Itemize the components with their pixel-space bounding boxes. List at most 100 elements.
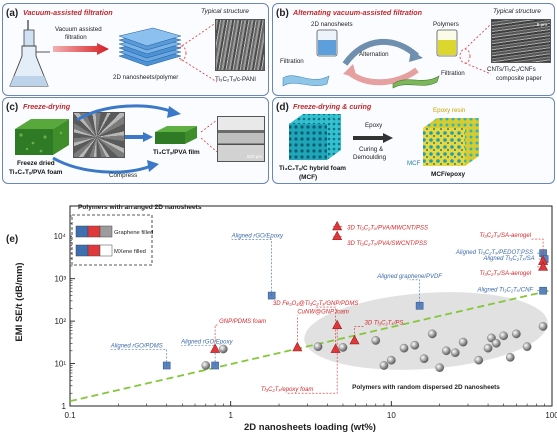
leader-line (110, 349, 168, 366)
mcf-epoxy-cube (423, 118, 479, 166)
sem-label-b-2: composite paper (496, 75, 542, 82)
panel-a-tag: (a) (6, 8, 19, 19)
hybrid-foam-cube (289, 114, 341, 160)
random-dispersion-point (491, 338, 501, 348)
vacuum-label-1: Vacuum assisted (55, 26, 102, 33)
y-tick-label: 1 (62, 402, 67, 411)
film-right (392, 75, 440, 89)
random-dispersion-point (522, 342, 532, 352)
filtration-right-label: Filtration (441, 70, 465, 77)
random-dispersion-point (379, 361, 389, 370)
mxene-filled-triangle-point (332, 230, 343, 241)
sem-label-b-1: CNTs/Ti₃C₂/CNFs (487, 66, 536, 73)
legend-swatch (87, 244, 101, 257)
panel-a: (a) Vacuum-assisted filtration Typical s… (2, 3, 269, 96)
mxene-filled-triangle-point (538, 261, 549, 271)
panel-d-title: Freeze-drying & curing (293, 102, 372, 111)
point-label: Aligned rGO/Epoxy (231, 234, 284, 240)
random-dispersion-point (435, 363, 445, 373)
scale-bar-b: 5 µm (536, 22, 547, 27)
random-dispersion-point (371, 336, 381, 345)
legend: Graphene filled MXene filled (71, 214, 153, 266)
nanosheets-label: 2D nanosheets (311, 21, 353, 28)
leader-line (409, 279, 420, 306)
legend-graphene-label: Graphene filled (114, 230, 153, 236)
zoom-guide (459, 23, 492, 75)
random-dispersion-point (201, 361, 211, 370)
film-label: Ti₃CTₓ/PVA film (153, 149, 200, 156)
x-tick-label: 100 (545, 411, 557, 420)
leader-line (181, 345, 216, 366)
panel-b-tag: (b) (276, 8, 289, 19)
curing-label-1: Curing & (359, 146, 384, 153)
film-left (282, 75, 330, 87)
flask-illustration (9, 20, 50, 87)
sem-image-c2: 500 µm (217, 116, 265, 162)
panel-c-title: Freeze-drying (23, 102, 71, 111)
y-tick-label: 10³ (54, 275, 66, 284)
vacuum-label-2: filtration (65, 34, 87, 41)
random-dispersion-point (512, 329, 521, 339)
product-label: 2D nanosheets/polymer (113, 74, 179, 81)
legend-swatch (87, 225, 101, 238)
mxene-filled-square-point (539, 286, 547, 295)
panel-b: (b) Alternating vacuum-assisted filtrati… (272, 3, 555, 96)
random-header: Polymers with random dispersed 2D nanosh… (352, 384, 500, 391)
point-label: CuNW@GNP foam (297, 309, 349, 315)
point-label: 3D Fe₃O₄@Ti₃C₂Tₓ/GNP/PDMS (273, 301, 358, 307)
random-dispersion-point (386, 355, 396, 365)
legend-swatch (75, 225, 89, 238)
arranged-header: Polymers with arranged 2D nanosheets (78, 204, 202, 211)
hybrid-label-1: Ti₃C₂Tₓ/C hybrid foam (279, 165, 346, 172)
leader-line (354, 326, 365, 341)
point-label: 3D Ti₃C₂Tₓ/PS (365, 320, 404, 326)
polymers-label: Polymers (433, 21, 459, 28)
random-dispersion-point (313, 342, 323, 352)
point-label: 3D Ti₃C₂Tₓ/PVA/SWCNT/PSS (347, 241, 427, 247)
beaker-nanosheets (316, 29, 338, 57)
random-dispersion-point (483, 343, 493, 353)
mcf-epoxy-label: MCF/epoxy (431, 171, 466, 178)
leader-line (231, 239, 272, 296)
arrow-right-icon (125, 132, 153, 142)
point-label: Aligned graphene/PVDF (376, 274, 442, 280)
x-axis-label: 2D nanosheets loading (wt%) (244, 422, 376, 433)
point-label: Ti₃C₂Tₓ/epoxy foam (261, 387, 314, 393)
arrow-right-icon (353, 133, 393, 143)
panel-a-typical-label: Typical structure (201, 8, 249, 15)
random-dispersion-point (441, 346, 451, 356)
leader-line (315, 306, 336, 350)
plot-frame (69, 205, 553, 407)
point-label: Aligned rGO/Epoxy (180, 340, 233, 346)
film-block (155, 126, 197, 144)
legend-swatch (75, 244, 89, 257)
point-label: 3D Ti₃C₂Tₓ/PVA/MWCNT/PSS (347, 225, 428, 231)
panel-b-typical-label: Typical structure (493, 8, 541, 15)
y-tick-label: 10⁴ (54, 232, 67, 241)
random-dispersion-point (458, 337, 468, 347)
mcf-label: MCF (407, 160, 421, 167)
random-dispersion-point (505, 353, 515, 362)
y-tick-label: 10² (54, 317, 66, 326)
alternation-label: Alternation (359, 51, 389, 58)
point-label: Ti₃C₂Tₓ/SA-aerogel (479, 271, 531, 277)
legend-mxene-label: MXene filled (114, 249, 146, 255)
point-label: Ti₃C₂Tₓ/SA-aerogel (479, 233, 531, 239)
x-tick-label: 10 (387, 411, 396, 420)
panel-c-tag: (c) (6, 102, 19, 113)
legend-swatches (75, 225, 113, 257)
leader-line (214, 324, 220, 350)
random-dispersion-point (218, 344, 228, 354)
random-dispersion-point (410, 340, 420, 350)
random-dispersion-point (474, 355, 484, 365)
mxene-filled-triangle-point (332, 220, 343, 231)
curing-label-2: Demoulding (353, 154, 387, 161)
compress-arrow-icon (52, 156, 159, 174)
epoxy-resin-label: Epoxy resin (433, 107, 466, 114)
random-dispersion-point (338, 343, 348, 352)
leader-line (287, 325, 338, 394)
random-dispersion-point (499, 331, 508, 341)
curved-arrow-icon (76, 104, 181, 122)
